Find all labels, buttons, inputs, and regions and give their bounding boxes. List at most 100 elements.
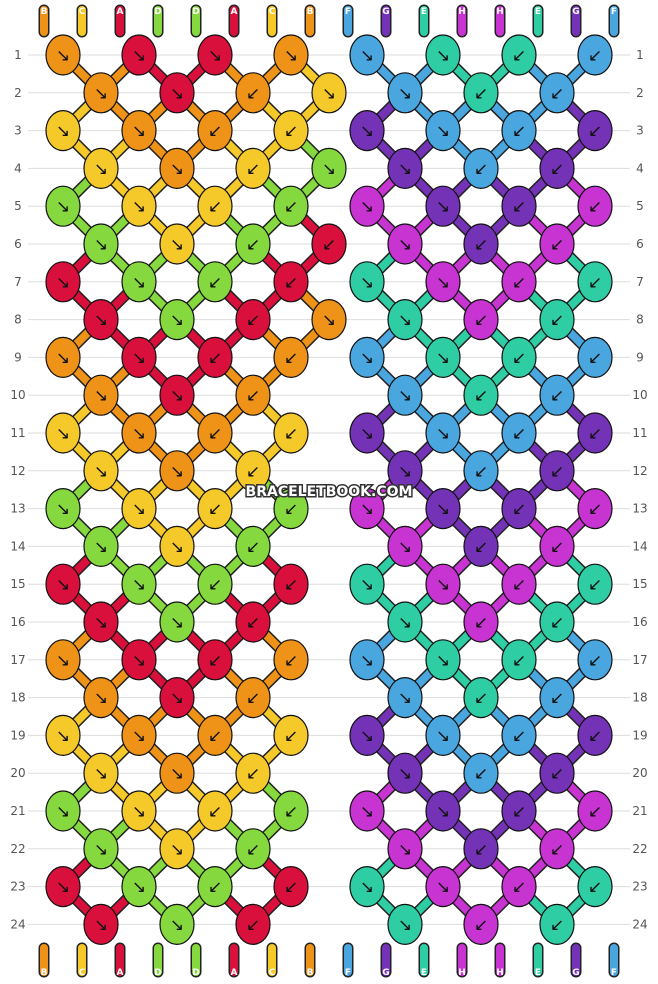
right-knot: ↙	[463, 450, 499, 492]
string-label-bottom: B	[307, 968, 314, 978]
right-knot: ↙	[539, 676, 575, 719]
right-knot: ↘	[349, 336, 385, 378]
knot-arrow-icon: ↘	[360, 348, 374, 368]
right-knot: ↙	[539, 223, 575, 265]
left-knot: ↙	[197, 412, 233, 454]
left-knot: ↙	[273, 714, 309, 757]
knot-arrow-icon: ↙	[550, 915, 564, 935]
knot-arrow-icon: ↘	[56, 500, 70, 520]
right-knot: ↙	[501, 34, 537, 76]
knot-arrow-icon: ↘	[398, 84, 412, 104]
knot-arrow-icon: ↘	[170, 613, 184, 633]
right-knot: ↘	[349, 714, 385, 757]
left-knot: ↘	[159, 525, 195, 568]
knot-arrow-icon: ↘	[94, 311, 108, 331]
left-knot: ↙	[273, 110, 309, 152]
knot-arrow-icon: ↘	[360, 726, 374, 746]
knot-arrow-icon: ↙	[284, 122, 298, 142]
knot-arrow-icon: ↙	[246, 840, 260, 860]
right-knot: ↙	[539, 147, 575, 189]
string-label-bottom: E	[421, 968, 427, 978]
left-knot: ↘	[83, 299, 119, 341]
knot-arrow-icon: ↘	[94, 613, 108, 633]
string-label-bottom: H	[496, 968, 504, 978]
left-knot: ↘	[311, 299, 347, 341]
knot-arrow-icon: ↘	[56, 348, 70, 368]
knot-arrow-icon: ↘	[398, 613, 412, 633]
right-knot: ↘	[349, 563, 385, 605]
knot-arrow-icon: ↙	[512, 726, 526, 746]
left-knot: ↙	[235, 828, 271, 870]
left-knot: ↘	[159, 72, 195, 114]
row-label-right: 5	[636, 199, 644, 213]
knot-arrow-icon: ↙	[284, 802, 298, 822]
knot-arrow-icon: ↘	[94, 159, 108, 179]
knot-arrow-icon: ↘	[56, 197, 70, 217]
row-label-left: 3	[14, 124, 22, 138]
row-label-left: 22	[10, 842, 25, 856]
knot-arrow-icon: ↘	[170, 386, 184, 406]
right-knot: ↙	[463, 903, 499, 946]
left-knot: ↘	[159, 374, 195, 416]
right-knot: ↙	[463, 374, 499, 416]
knot-arrow-icon: ↘	[170, 462, 184, 482]
knot-arrow-icon: ↘	[56, 575, 70, 595]
row-label-left: 18	[10, 691, 25, 705]
string-label-bottom: A	[231, 968, 238, 978]
left-knot: ↙	[197, 488, 233, 530]
knot-arrow-icon: ↙	[512, 348, 526, 368]
knot-arrow-icon: ↙	[588, 726, 602, 746]
left-knot: ↙	[273, 261, 309, 303]
row-label-left: 13	[10, 502, 25, 516]
knot-arrow-icon: ↘	[56, 726, 70, 746]
knot-arrow-icon: ↙	[550, 386, 564, 406]
row-label-left: 1	[14, 48, 22, 62]
knot-arrow-icon: ↘	[436, 122, 450, 142]
knot-arrow-icon: ↙	[588, 197, 602, 217]
row-label-right: 8	[636, 313, 644, 327]
string-label-top: C	[269, 7, 276, 17]
left-knot: ↙	[197, 185, 233, 227]
left-knot: ↘	[197, 34, 233, 76]
knot-arrow-icon: ↙	[474, 462, 488, 482]
left-knot: ↙	[197, 336, 233, 378]
string-label-bottom: A	[117, 968, 124, 978]
right-knot: ↙	[539, 374, 575, 416]
knot-arrow-icon: ↘	[170, 689, 184, 709]
left-knot: ↙	[235, 676, 271, 719]
knot-arrow-icon: ↙	[208, 122, 222, 142]
knot-arrow-icon: ↙	[588, 424, 602, 444]
row-label-left: 4	[14, 161, 22, 175]
row-label-right: 24	[632, 917, 647, 931]
right-knot: ↙	[539, 903, 575, 946]
knot-arrow-icon: ↙	[208, 500, 222, 520]
left-knot: ↙	[235, 374, 271, 416]
knot-arrow-icon: ↙	[550, 613, 564, 633]
string-label-top: A	[231, 7, 238, 17]
row-label-right: 11	[632, 426, 647, 440]
right-knot: ↙	[577, 488, 613, 530]
knot-arrow-icon: ↙	[474, 235, 488, 255]
knot-arrow-icon: ↙	[550, 537, 564, 557]
row-label-left: 6	[14, 237, 22, 251]
knot-arrow-icon: ↘	[398, 840, 412, 860]
left-knot: ↘	[83, 676, 119, 719]
knot-arrow-icon: ↘	[170, 915, 184, 935]
string-label-top: B	[41, 7, 48, 17]
left-knot: ↙	[197, 865, 233, 908]
knot-arrow-icon: ↘	[436, 46, 450, 66]
left-knot: ↘	[83, 147, 119, 189]
left-knot: ↙	[273, 790, 309, 832]
knot-arrow-icon: ↘	[360, 802, 374, 822]
knot-arrow-icon: ↘	[56, 424, 70, 444]
left-knot: ↘	[45, 865, 81, 908]
right-knot: ↙	[577, 790, 613, 832]
right-knot: ↙	[577, 865, 613, 908]
knot-arrow-icon: ↙	[246, 235, 260, 255]
knot-arrow-icon: ↙	[284, 878, 298, 898]
string-label-top: H	[496, 7, 504, 17]
left-knot: ↘	[159, 450, 195, 492]
knot-arrow-icon: ↘	[170, 235, 184, 255]
knot-arrow-icon: ↙	[550, 235, 564, 255]
row-label-right: 22	[632, 842, 647, 856]
